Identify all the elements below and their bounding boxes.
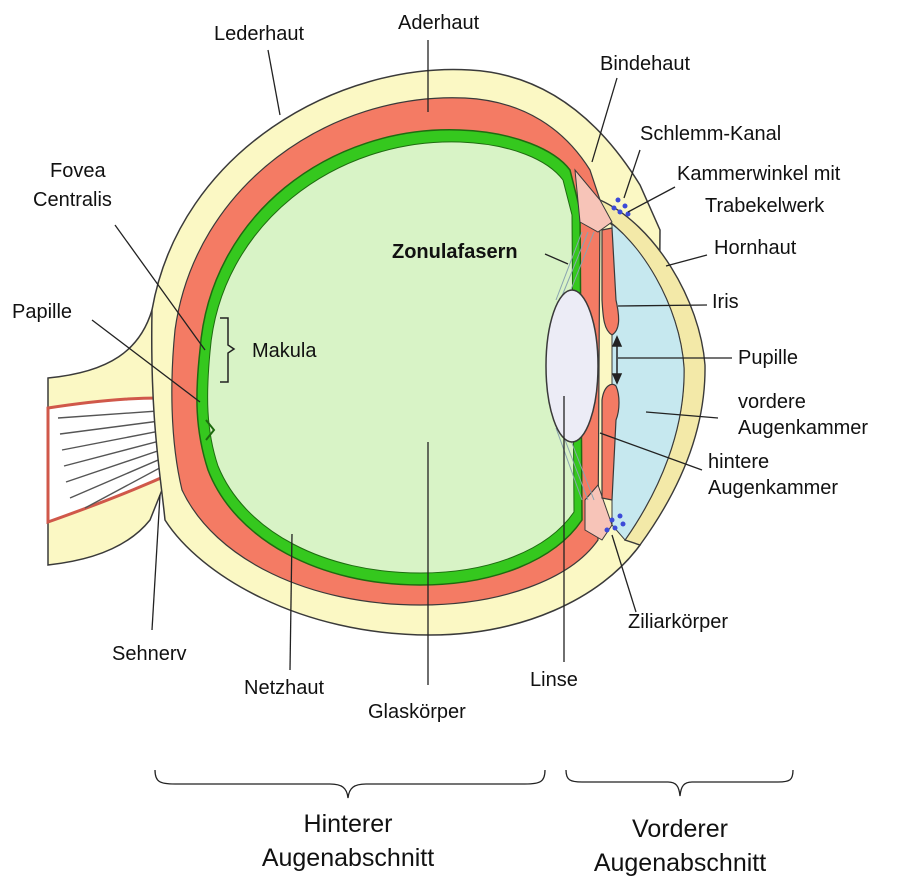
posterior-section-brace [155,770,545,798]
label-centralis: Centralis [33,189,112,211]
label-glaskoerper: Glaskörper [368,701,466,723]
label-trabekelwerk: Trabekelwerk [705,195,825,217]
label-hintere: hintere [708,451,769,473]
label-hinterer-augenabschnitt: Augenabschnitt [262,844,434,872]
label-linse: Linse [530,669,578,691]
label-hornhaut: Hornhaut [714,237,797,259]
label-hintere-augenkammer: Augenkammer [708,477,838,499]
label-vordere-augenkammer: Augenkammer [738,417,868,439]
label-iris: Iris [712,291,739,313]
section-labels: Hinterer Augenabschnitt Vorderer Augenab… [262,810,766,877]
label-zonulafasern: Zonulafasern [392,241,518,263]
label-vorderer-augenabschnitt: Augenabschnitt [594,849,766,877]
label-hinterer: Hinterer [304,810,393,838]
label-vorderer: Vorderer [632,815,728,843]
label-netzhaut: Netzhaut [244,677,324,699]
label-makula: Makula [252,340,317,362]
label-sehnerv: Sehnerv [112,643,187,665]
anterior-section-brace [566,770,793,796]
label-schlemm-kanal: Schlemm-Kanal [640,123,781,145]
lens [546,290,598,442]
label-ziliarkoerper: Ziliarkörper [628,611,728,633]
label-bindehaut: Bindehaut [600,53,691,75]
label-papille: Papille [12,301,72,323]
label-lederhaut: Lederhaut [214,23,305,45]
label-vordere: vordere [738,391,806,413]
label-aderhaut: Aderhaut [398,12,480,34]
label-fovea: Fovea [50,160,106,182]
label-kammerwinkel: Kammerwinkel mit [677,163,841,185]
label-pupille: Pupille [738,347,798,369]
